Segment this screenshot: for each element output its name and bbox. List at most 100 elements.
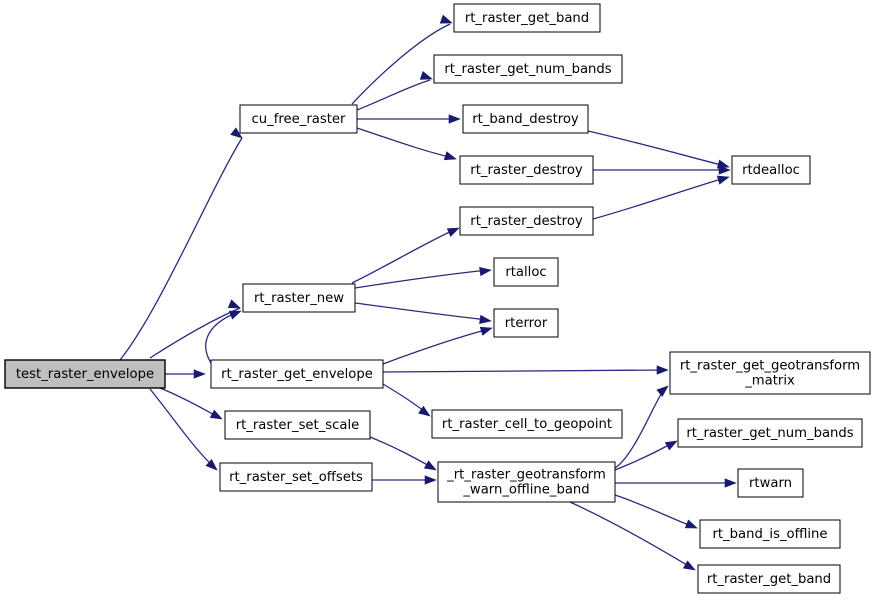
edge-line [354, 269, 489, 289]
arrowhead-icon [209, 409, 223, 420]
arrowhead-icon [443, 151, 457, 161]
edge-rt_raster_new-to-rtalloc [354, 266, 492, 289]
edge-line [569, 501, 693, 569]
node-box[interactable] [219, 462, 373, 492]
node-_rt_raster_geotransform_warn_offline_band[interactable]: _rt_raster_geotransform_warn_offline_ban… [437, 461, 616, 503]
node-rtalloc[interactable]: rtalloc [493, 257, 559, 287]
node-box[interactable] [462, 104, 589, 134]
node-box[interactable] [210, 359, 384, 389]
arrowhead-icon [439, 14, 453, 24]
edge-cu_free_raster-to-rt_raster_get_num_bands_top [356, 70, 433, 111]
edge-_rt_raster_geotransform_warn_offline_band-to-rt_raster_get_num_bands_right [614, 440, 678, 471]
node-box[interactable] [737, 468, 804, 498]
edge-test_raster_envelope-to-rt_raster_set_scale [159, 387, 223, 420]
edge-rt_raster_get_envelope-to-rt_raster_cell_to_geopoint [382, 383, 431, 417]
edge-rt_raster_get_envelope-to-rt_raster_new [205, 310, 242, 364]
node-label: rt_raster_set_offsets [229, 470, 363, 485]
edge-line [614, 441, 675, 471]
arrowhead-icon [664, 440, 678, 451]
node-rt_raster_destroy_2[interactable]: rt_raster_destroy [459, 206, 594, 236]
node-label: rt_raster_get_envelope [221, 367, 373, 382]
node-box[interactable] [4, 359, 166, 389]
edge-line [592, 177, 726, 220]
node-rt_raster_get_num_bands_right[interactable]: rt_raster_get_num_bands [677, 418, 863, 448]
node-rt_raster_get_band_bottom[interactable]: rt_raster_get_band [697, 564, 841, 594]
node-rtwarn[interactable]: rtwarn [737, 468, 804, 498]
node-box[interactable] [431, 409, 623, 439]
arrowhead-icon [418, 405, 431, 417]
arrowhead-icon [656, 385, 669, 397]
edge-_rt_raster_geotransform_warn_offline_band-to-rt_raster_get_band_bottom [569, 501, 696, 571]
node-rt_raster_get_num_bands_top[interactable]: rt_raster_get_num_bands [433, 54, 623, 84]
node-rt_raster_cell_to_geopoint[interactable]: rt_raster_cell_to_geopoint [431, 409, 623, 439]
node-label: cu_free_raster [252, 112, 346, 127]
edge-_rt_raster_geotransform_warn_offline_band-to-rt_band_is_offline [614, 494, 698, 529]
node-label: rterror [505, 316, 548, 331]
node-label: rt_raster_get_geotransform_matrix [680, 359, 860, 389]
node-box[interactable] [731, 155, 811, 185]
node-box[interactable] [677, 418, 863, 448]
node-box[interactable] [459, 206, 594, 236]
node-box[interactable] [433, 54, 623, 84]
node-box[interactable] [493, 257, 559, 287]
edge-line [205, 311, 239, 364]
node-box[interactable] [669, 351, 871, 395]
node-cu_free_raster[interactable]: cu_free_raster [239, 104, 358, 134]
node-rt_raster_get_geotransform_matrix[interactable]: rt_raster_get_geotransform_matrix [669, 351, 871, 395]
node-box[interactable] [459, 155, 594, 185]
edge-line [149, 307, 241, 359]
arrowhead-icon [724, 478, 737, 488]
edge-line [614, 494, 695, 528]
edge-rt_raster_destroy_2-to-rtdealloc [592, 175, 730, 220]
node-rt_raster_get_band_top[interactable]: rt_raster_get_band [453, 3, 601, 33]
edge-_rt_raster_geotransform_warn_offline_band-to-rt_raster_get_geotransform_matrix [614, 385, 669, 469]
arrowhead-icon [682, 560, 696, 571]
node-label: _rt_raster_geotransform_warn_offline_ban… [446, 468, 606, 498]
node-box[interactable] [453, 3, 601, 33]
edge-rt_raster_get_envelope-to-rt_raster_get_geotransform_matrix [382, 365, 669, 375]
arrowhead-icon [228, 310, 242, 320]
node-rt_raster_set_offsets[interactable]: rt_raster_set_offsets [219, 462, 373, 492]
arrowhead-icon [205, 458, 218, 471]
node-label: rtalloc [505, 265, 546, 280]
arrowhead-icon [684, 519, 698, 529]
node-rt_band_destroy[interactable]: rt_band_destroy [462, 104, 589, 134]
arrowhead-icon [479, 314, 492, 325]
node-rtdealloc[interactable]: rtdealloc [731, 155, 811, 185]
node-box[interactable] [239, 104, 358, 134]
nodes-layer: test_raster_envelope cu_free_raster rt_ras… [4, 3, 871, 594]
edge-rt_band_destroy-to-rtdealloc [587, 130, 730, 169]
node-rt_raster_set_scale[interactable]: rt_raster_set_scale [224, 410, 371, 440]
edge-line [119, 137, 243, 361]
node-box[interactable] [699, 519, 841, 549]
edge-_rt_raster_geotransform_warn_offline_band-to-rtwarn [615, 478, 737, 488]
node-rt_raster_new[interactable]: rt_raster_new [242, 283, 356, 313]
arrowhead-icon [419, 70, 433, 80]
arrowhead-icon [227, 299, 241, 309]
node-label: rt_raster_set_scale [236, 418, 360, 433]
node-box[interactable] [242, 283, 356, 313]
node-label: rt_band_destroy [472, 112, 579, 127]
edge-line [356, 127, 454, 159]
node-label: rt_raster_destroy [470, 214, 583, 229]
edge-rt_raster_get_envelope-to-rterror [382, 326, 493, 365]
arrowhead-icon [656, 365, 669, 375]
edge-test_raster_envelope-to-cu_free_raster [119, 127, 243, 361]
node-rt_raster_get_envelope[interactable]: rt_raster_get_envelope [210, 359, 384, 389]
node-box[interactable] [493, 308, 559, 338]
node-rterror[interactable]: rterror [493, 308, 559, 338]
node-label: test_raster_envelope [16, 367, 154, 382]
node-rt_band_is_offline[interactable]: rt_band_is_offline [699, 519, 841, 549]
node-rt_raster_destroy_1[interactable]: rt_raster_destroy [459, 155, 594, 185]
edge-rt_raster_new-to-rterror [354, 302, 492, 325]
node-box[interactable] [697, 564, 841, 594]
edge-cu_free_raster-to-rt_raster_get_band_top [351, 14, 453, 105]
edge-line [356, 79, 431, 111]
node-box[interactable] [224, 410, 371, 440]
node-test_raster_envelope[interactable]: test_raster_envelope [4, 359, 166, 389]
edge-cu_free_raster-to-rt_band_destroy [357, 114, 461, 124]
node-label: rt_raster_destroy [470, 163, 583, 178]
node-box[interactable] [437, 461, 616, 503]
